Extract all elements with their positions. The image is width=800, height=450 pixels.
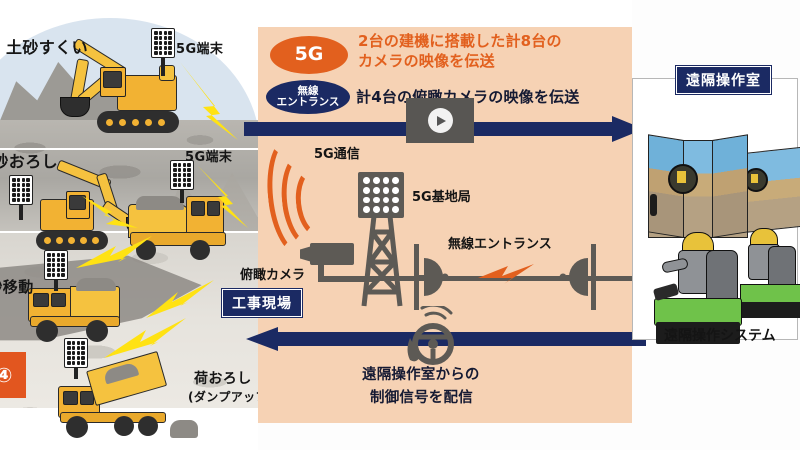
panel-top-gap: [258, 0, 632, 27]
dump-truck-tipping: [58, 350, 198, 444]
seat-plinth: [656, 322, 740, 344]
scene-divider-1: [0, 148, 258, 150]
step-number-value: ④: [0, 363, 13, 387]
label-overhead-camera: 俯瞰カメラ: [240, 268, 306, 283]
message-5g: 2台の建機に搭載した計8台の カメラの映像を伝送: [358, 32, 562, 70]
entrance-dish-left: [414, 244, 449, 310]
pill-5g: 5G: [270, 36, 348, 74]
pill-entrance-line2: エントランス: [276, 96, 340, 108]
label-terminal-1: 5G端末: [176, 42, 224, 57]
steering-wheel-icon: [407, 306, 454, 365]
label-dump: 荷おろし: [194, 371, 252, 387]
label-scoop: 土砂すくい: [6, 38, 89, 57]
crawler-track: [97, 111, 179, 133]
terminal-icon-5: [64, 338, 88, 368]
terminal-mast-2: [19, 200, 23, 220]
label-move-soil: 土砂移動: [0, 278, 34, 296]
label-dump-sub: (ダンプアップ): [188, 390, 258, 404]
label-terminal-2: 5G端末: [185, 150, 233, 165]
label-5g-communication: 5G通信: [314, 147, 360, 162]
pill-wireless-entrance: 無線 エントランス: [266, 80, 350, 114]
terminal-icon-3: [170, 160, 194, 190]
dump-truck-moving: [28, 278, 140, 344]
play-icon[interactable]: [427, 108, 453, 133]
dump-truck-middle: [128, 190, 246, 260]
entrance-dish-right: [559, 244, 596, 310]
overhead-camera-lens: [300, 246, 312, 262]
monitor-stand: [650, 194, 657, 216]
base-station-panel: [358, 172, 404, 218]
operator-station-2: [738, 146, 800, 320]
terminal-mast-3: [180, 185, 184, 203]
video-thumbnail[interactable]: [406, 98, 474, 143]
overhead-camera-link: [318, 276, 378, 282]
construction-site-scene: 土砂すくい 5G端末 土砂おろし: [0, 0, 258, 450]
terminal-mast-5: [74, 363, 78, 379]
terminal-icon-1: [151, 28, 175, 58]
label-wireless-entrance: 無線エントランス: [448, 237, 552, 252]
caption-remote-system: 遠隔操作システム: [664, 328, 776, 344]
base-station-tower: [361, 216, 403, 307]
terminal-icon-2: [9, 175, 33, 205]
zone-badge-remote-room: 遠隔操作室: [676, 66, 771, 94]
terminal-icon-4: [44, 250, 68, 280]
zone-badge-site: 工事現場: [222, 289, 302, 317]
pill-entrance-line1: 無線: [297, 85, 319, 98]
overhead-camera-body: [310, 243, 354, 265]
overhead-camera-mount: [318, 265, 324, 279]
label-base-station: 5G基地局: [412, 190, 471, 205]
label-unload-soil: 土砂おろし: [0, 152, 59, 171]
step-number-badge: ④: [0, 352, 26, 398]
excavator-upper: [55, 35, 180, 145]
pill-5g-label: 5G: [294, 43, 324, 66]
terminal-mast-1: [161, 54, 165, 76]
downlink-caption-line2: 制御信号を配信: [370, 390, 473, 406]
terminal-mast-4: [54, 275, 58, 291]
downlink-caption-line1: 遠隔操作室からの: [362, 367, 480, 383]
operator-station-1: [648, 134, 748, 344]
